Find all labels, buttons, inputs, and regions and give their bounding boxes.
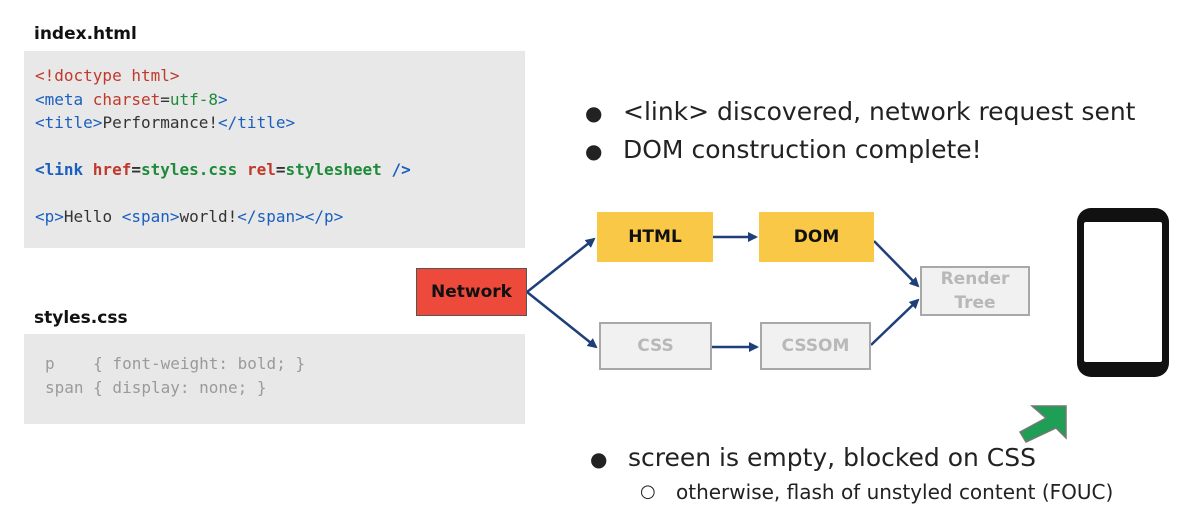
dom-node: DOM	[759, 212, 874, 262]
css-line-span: span { display: none; }	[45, 377, 267, 397]
render-tree-line1: Render	[940, 269, 1010, 289]
bullet-dot: ●	[585, 101, 603, 125]
arrow-network-html	[526, 237, 596, 293]
sub-bullet-fouc: ○ otherwise, flash of unstyled content (…	[640, 480, 1114, 504]
arrow-cssom-render	[870, 298, 920, 346]
code-line-title: <title>Performance!</title>	[35, 113, 296, 132]
code-line-doctype: <!doctype html>	[35, 66, 180, 85]
styles-file-label: styles.css	[34, 308, 128, 328]
bullet-link-discovered: ● <link> discovered, network request sen…	[585, 97, 1136, 126]
code-line-link: <link href=styles.css rel=stylesheet />	[35, 160, 411, 179]
cssom-node: CSSOM	[760, 322, 871, 370]
render-tree-node: Render Tree	[920, 266, 1030, 316]
top-bullet-list: ● <link> discovered, network request sen…	[585, 97, 1136, 173]
bullet-dot: ●	[585, 139, 603, 163]
bullet-screen-empty: ● screen is empty, blocked on CSS	[590, 443, 1036, 472]
sub-bullet-circle: ○	[640, 481, 656, 502]
html-node: HTML	[597, 212, 713, 262]
index-code-block: <!doctype html> <meta charset=utf-8> <ti…	[24, 51, 525, 248]
bullet-dot: ●	[590, 447, 608, 471]
css-node: CSS	[599, 322, 712, 370]
render-tree-line2: Tree	[954, 293, 996, 313]
sub-bullet-list: ○ otherwise, flash of unstyled content (…	[640, 480, 1113, 504]
bottom-bullet-list: ● screen is empty, blocked on CSS	[590, 443, 1036, 477]
styles-code-block: p { font-weight: bold; } span { display:…	[24, 334, 525, 424]
index-file-label: index.html	[34, 24, 137, 44]
phone-icon	[1077, 208, 1169, 377]
arrow-dom-render	[873, 240, 920, 288]
code-line-paragraph: <p>Hello <span>world!</span></p>	[35, 207, 344, 226]
phone-screen	[1084, 222, 1162, 362]
bullet-dom-complete: ● DOM construction complete!	[585, 135, 982, 164]
green-arrow-icon	[1018, 405, 1067, 443]
network-node: Network	[416, 268, 527, 316]
css-line-p: p { font-weight: bold; }	[45, 354, 306, 373]
code-line-meta: <meta charset=utf-8>	[35, 89, 228, 109]
arrow-network-css	[526, 291, 598, 349]
